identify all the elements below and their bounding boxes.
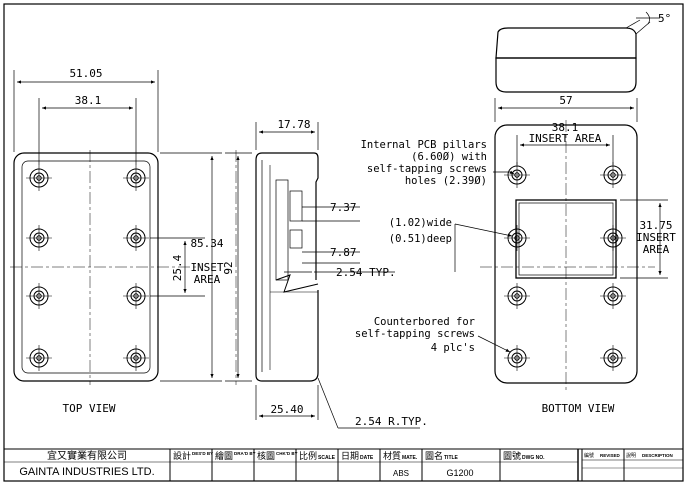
note-pcb-4: holes (2.39Ø)	[405, 175, 487, 187]
top-view-title: TOP VIEW	[63, 402, 116, 415]
dwg-no-en: DWG NO.	[522, 455, 545, 461]
scale-en: SCALE	[318, 455, 336, 461]
top-hole-6	[122, 282, 150, 310]
bottom-hole-4	[599, 224, 627, 252]
dim-side-top-width: 17.78	[277, 118, 310, 131]
bottom-insert-label-1: INSERT	[636, 231, 676, 244]
bottom-insert-label-2: AREA	[643, 243, 670, 256]
dim-bottom-width-insert: 38.1	[552, 121, 579, 134]
bottom-view-dim-lines	[454, 98, 668, 353]
revised-en: REVISED	[600, 453, 621, 458]
bottom-hole-2	[599, 161, 627, 189]
dim-side-1: 7.37	[330, 201, 357, 214]
note-pcb-3: self-tapping screws	[367, 163, 487, 175]
drawn-cn: 繪圖	[215, 450, 233, 461]
note-slot-1: (1.02)wide	[389, 217, 452, 229]
title-cn: 圖名	[425, 450, 443, 461]
top-hole-2	[122, 164, 150, 192]
title-value: G1200	[446, 468, 473, 478]
dim-side-typ: 2.54 TYP.	[336, 266, 396, 279]
top-view	[10, 150, 200, 385]
bottom-hole-8	[599, 344, 627, 372]
side-view-dim-lines	[225, 122, 420, 429]
description-cn: 說明	[626, 452, 636, 459]
dwg-no-cn: 圖號	[503, 450, 521, 461]
dim-side-radius: 2.54 R.TYP.	[355, 415, 428, 428]
scale-cn: 比例	[299, 450, 317, 461]
side-view	[235, 150, 319, 385]
material-en: MATE.	[402, 455, 418, 461]
top-hole-8	[122, 344, 150, 372]
dim-side-height: 92	[222, 261, 235, 274]
side-view-upper-outline	[262, 152, 319, 280]
dim-side-2: 7.87	[330, 246, 357, 259]
note-slot-2: (0.51)deep	[389, 233, 452, 245]
revised-cn: 編號	[584, 452, 594, 459]
top-hole-1	[25, 164, 53, 192]
top-view-dim-lines	[13, 70, 222, 382]
check-cn: 核圖	[257, 450, 275, 461]
dim-top-height-insert: 25.4	[171, 254, 184, 281]
top-hole-4	[122, 224, 150, 252]
dim-side-bottom-width: 25.40	[270, 403, 303, 416]
top-hole-7	[25, 344, 53, 372]
material-value: ABS	[393, 469, 409, 478]
date-en: DATE	[360, 455, 374, 461]
top-insert-label-1: INSET	[190, 261, 223, 274]
notes: Internal PCB pillars (6.60Ø) with self-t…	[355, 139, 487, 354]
dim-bottom-width-outer: 57	[559, 94, 572, 107]
bottom-hole-1	[503, 161, 531, 189]
note-cb-2: self-tapping screws	[355, 328, 475, 340]
title-en: TITLE	[444, 455, 459, 461]
top-view-holes	[25, 164, 150, 372]
note-cb-3: 4 plc's	[431, 342, 475, 354]
bottom-hole-6	[599, 282, 627, 310]
side-view-pillar	[275, 179, 289, 281]
top-insert-label-2: AREA	[194, 273, 221, 286]
description-en: DESCRIPTION	[642, 453, 673, 458]
bottom-insert-area-label: INSERT AREA	[529, 132, 602, 145]
note-pcb-1: Internal PCB pillars	[361, 139, 487, 151]
material-cn: 材質	[383, 450, 401, 461]
design-en: DES'D BY	[192, 451, 213, 456]
dim-top-height-label: 85.34	[190, 237, 223, 250]
draft-angle: 5°	[658, 12, 671, 25]
check-en: CHK'D BY	[276, 451, 298, 456]
dim-top-width-insert: 38.1	[75, 94, 102, 107]
bottom-hole-3	[503, 224, 531, 252]
note-cb-1: Counterbored for	[374, 316, 475, 328]
company-name-cn: 宜又實業有限公司	[47, 449, 127, 462]
bottom-view-holes	[503, 161, 627, 372]
design-cn: 設計	[173, 450, 191, 461]
top-hole-5	[25, 282, 53, 310]
dim-top-width-outer: 51.05	[69, 67, 102, 80]
top-hole-3	[25, 224, 53, 252]
title-block	[3, 448, 684, 482]
drawn-en: DRA'D BY	[234, 451, 256, 456]
bottom-hole-7	[503, 344, 531, 372]
dim-bottom-height-insert: 31.75	[639, 219, 672, 232]
enclosure-3d-thumbnail	[495, 11, 660, 93]
bottom-hole-5	[503, 282, 531, 310]
note-pcb-2: (6.60Ø) with	[411, 151, 487, 163]
date-cn: 日期	[341, 451, 359, 461]
bottom-view-title: BOTTOM VIEW	[542, 402, 615, 415]
company-name-en: GAINTA INDUSTRIES LTD.	[19, 466, 154, 478]
bottom-view	[480, 120, 655, 390]
